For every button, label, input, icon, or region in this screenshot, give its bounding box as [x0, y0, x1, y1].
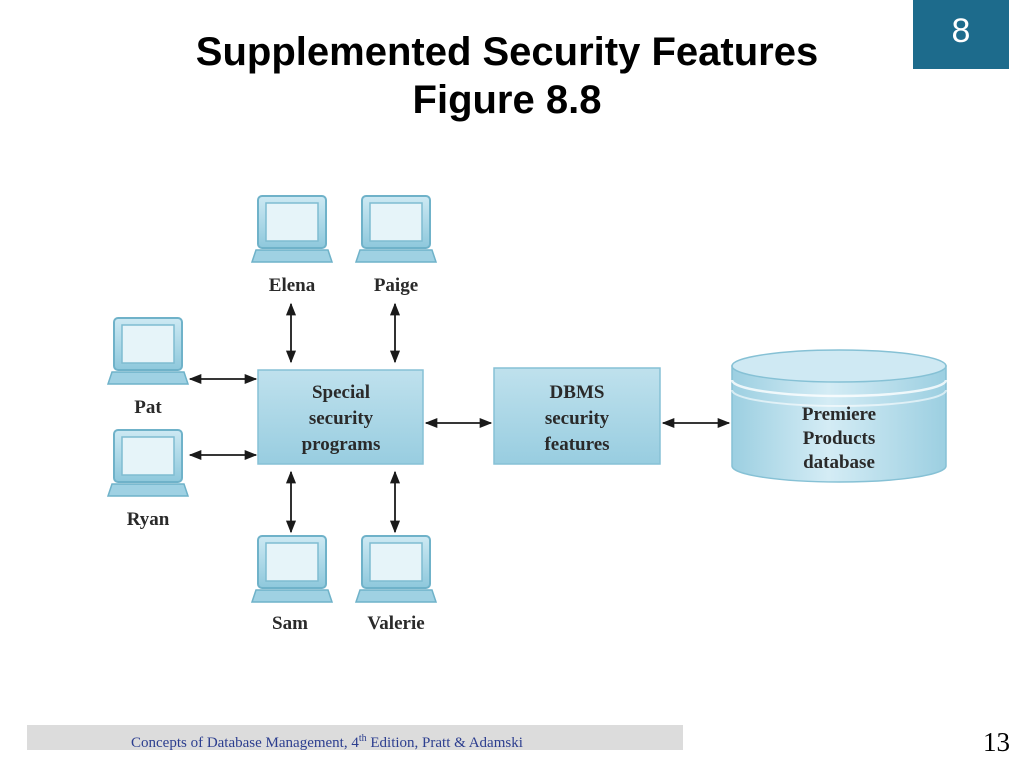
laptop-elena — [250, 195, 334, 263]
premiere-products-database-cylinder: Premiere Products database — [730, 349, 948, 483]
dbms-line3: features — [544, 434, 609, 455]
chapter-number: 8 — [951, 12, 971, 50]
special-security-programs-box: Special security programs — [257, 369, 424, 465]
laptop-paige — [354, 195, 438, 263]
footer-text-after: Edition, Pratt & Adamski — [366, 735, 523, 751]
user-label-elena: Elena — [269, 275, 316, 296]
user-label-pat: Pat — [134, 397, 162, 418]
dbms-security-features-box: DBMS security features — [493, 367, 661, 465]
dbms-line2: security — [545, 408, 610, 429]
database-line3: database — [803, 452, 875, 473]
programs-line2: security — [309, 408, 374, 429]
database-line1: Premiere — [802, 404, 876, 425]
laptop-valerie — [354, 535, 438, 603]
laptop-sam — [250, 535, 334, 603]
slide-title: Supplemented Security Features Figure 8.… — [0, 28, 1014, 124]
programs-line1: Special — [312, 382, 370, 403]
laptop-pat — [106, 317, 190, 385]
slide-title-line2: Figure 8.8 — [412, 78, 602, 122]
user-label-paige: Paige — [374, 275, 418, 296]
footer-superscript: th — [358, 733, 367, 744]
user-label-ryan: Ryan — [127, 509, 170, 530]
slide-title-line1: Supplemented Security Features — [195, 30, 819, 74]
programs-line3: programs — [302, 434, 381, 455]
user-label-valerie: Valerie — [367, 613, 424, 634]
chapter-badge: 8 — [913, 0, 1009, 69]
footer-citation: Concepts of Database Management, 4th Edi… — [131, 733, 523, 752]
page-number: 13 — [983, 727, 1010, 757]
dbms-line1: DBMS — [550, 382, 605, 403]
laptop-ryan — [106, 429, 190, 497]
database-line2: Products — [803, 428, 875, 449]
footer-bar — [27, 725, 683, 750]
footer-text-before: Concepts of Database Management, 4 — [131, 735, 359, 751]
user-label-sam: Sam — [272, 613, 308, 634]
